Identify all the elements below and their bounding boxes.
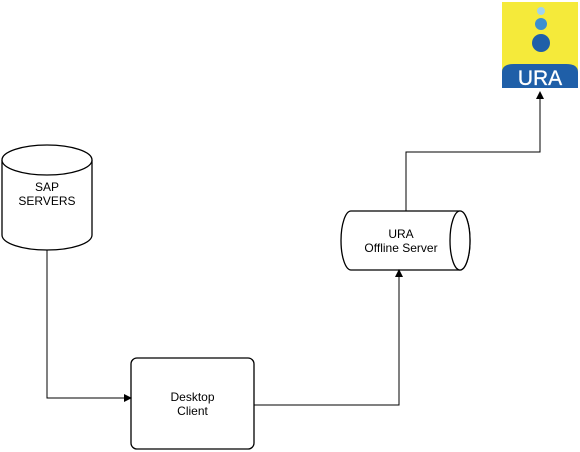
connector-sap-to-desktop xyxy=(46,250,132,402)
sap-label-line2: SERVERS xyxy=(18,194,76,208)
desktop-label-line2: Client xyxy=(177,404,208,418)
desktop-label-line1: Desktop xyxy=(170,390,215,404)
ura-server-label-line2: Offline Server xyxy=(364,241,438,255)
logo-dot-dark xyxy=(532,34,550,52)
ura-offline-server-node[interactable] xyxy=(340,210,471,271)
desktop-client-label: Desktop Client xyxy=(131,390,254,418)
connector-ura-server-to-logo xyxy=(405,91,544,211)
sap-servers-node[interactable] xyxy=(1,144,93,251)
logo-dot-light xyxy=(537,7,545,15)
ura-server-label-line1: URA xyxy=(388,227,414,241)
logo-dot-mid xyxy=(535,18,547,30)
logo-text: URA xyxy=(518,67,562,90)
desktop-client-node[interactable] xyxy=(130,357,255,450)
connector-desktop-to-ura-server xyxy=(254,269,403,406)
sap-servers-label: SAP SERVERS xyxy=(2,180,92,208)
ura-logo: URA xyxy=(502,2,578,90)
sap-label-line1: SAP xyxy=(34,180,59,194)
ura-server-label: URA Offline Server xyxy=(341,227,461,255)
